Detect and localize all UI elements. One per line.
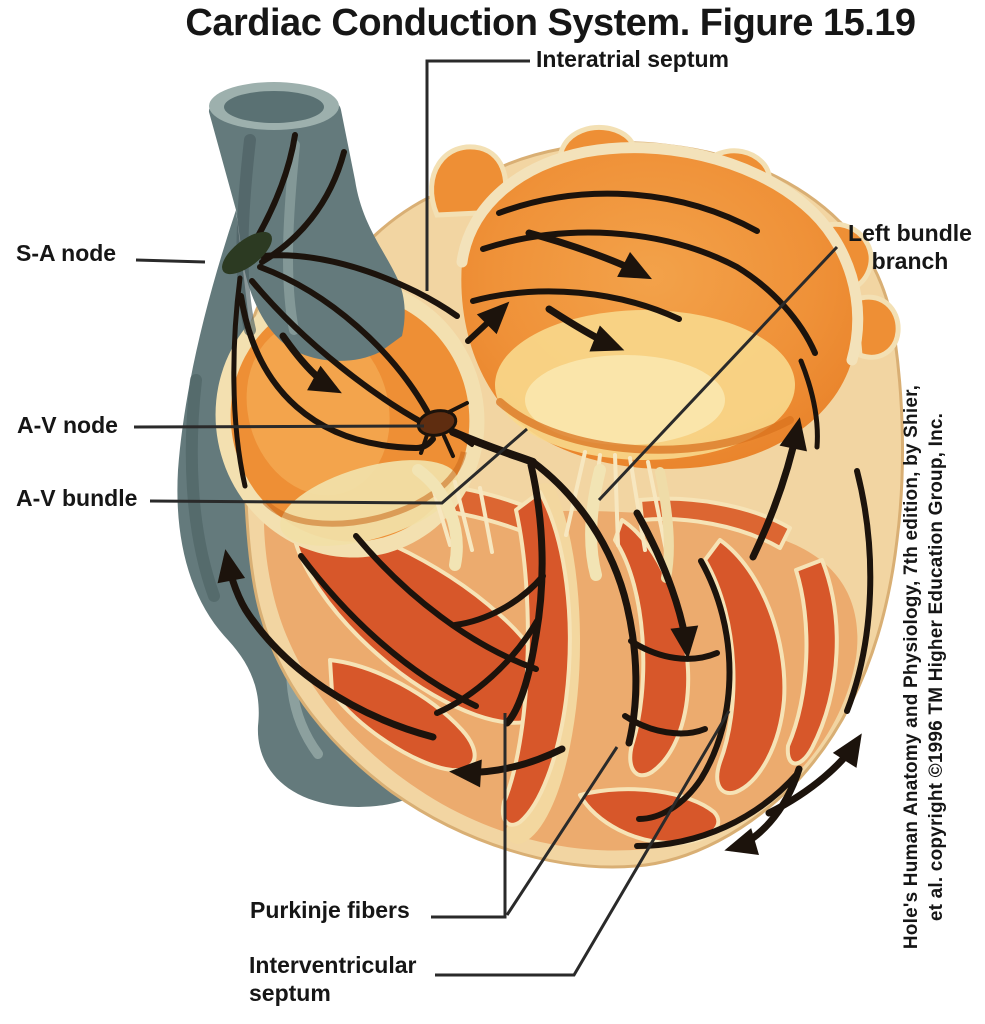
av-node-marker xyxy=(416,401,474,458)
label-interventricular-septum: Interventricular septum xyxy=(249,951,416,1007)
leader-sa-node xyxy=(135,258,206,264)
attribution-line2: et al. copyright ©1996 TM Higher Educati… xyxy=(926,412,947,922)
leader-interatrial-septum xyxy=(425,59,530,291)
label-av-bundle: A-V bundle xyxy=(16,485,138,511)
label-interatrial-septum: Interatrial septum xyxy=(536,46,729,72)
right-atrium xyxy=(215,278,485,558)
label-av-node: A-V node xyxy=(17,412,118,438)
sa-node-marker xyxy=(222,231,272,275)
label-interventricular-septum-line2: septum xyxy=(249,980,331,1006)
leader-interventricular-septum xyxy=(435,710,731,977)
right-bundle-branch-fiber xyxy=(503,461,546,727)
left-bundle-branch-fiber xyxy=(529,458,640,747)
label-left-bundle-branch: Left bundle branch xyxy=(840,219,980,275)
label-purkinje-fibers: Purkinje fibers xyxy=(250,897,410,923)
attribution-text: Hole's Human Anatomy and Physiology, 7th… xyxy=(899,327,951,1007)
figure-title: Cardiac Conduction System. Figure 15.19 xyxy=(185,2,916,44)
label-interventricular-septum-line1: Interventricular xyxy=(249,952,417,978)
tricuspid-valve xyxy=(412,464,463,571)
leader-purkinje-fibers xyxy=(431,713,619,919)
conduction-fibers xyxy=(217,132,874,855)
leader-lines xyxy=(133,59,839,977)
leader-av-bundle xyxy=(149,427,528,505)
purkinje-fiber-curves xyxy=(298,553,479,709)
flow-arrows xyxy=(217,229,862,855)
label-left-bundle-branch-line2: branch xyxy=(871,248,949,274)
label-sa-node: S-A node xyxy=(16,240,117,266)
attribution-line1: Hole's Human Anatomy and Physiology, 7th… xyxy=(901,384,922,950)
leader-av-node xyxy=(133,424,425,429)
label-left-bundle-branch-line1: Left bundle xyxy=(848,220,972,246)
leader-left-bundle-branch xyxy=(597,245,839,502)
